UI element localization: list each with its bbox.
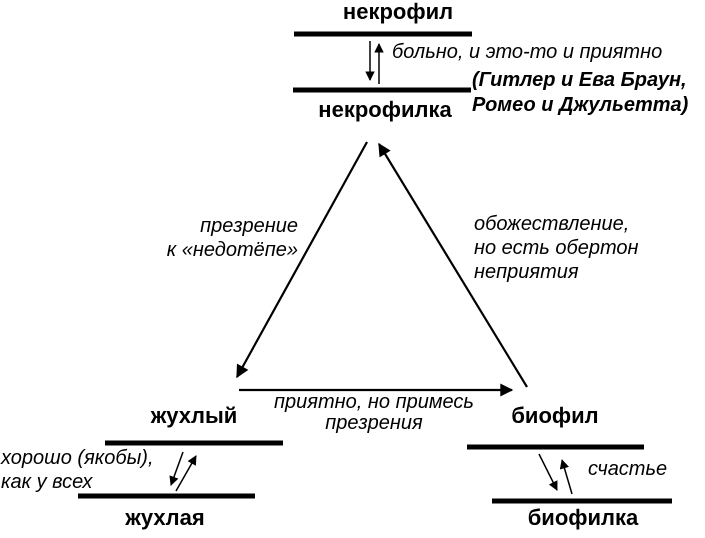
biophile-male-label: биофил [511, 403, 599, 428]
right-pair-up-arrow [559, 459, 573, 495]
deification-note-line-3: неприятия [474, 261, 579, 283]
example-line-1: (Гитлер и Ева Браун, [472, 69, 687, 91]
pleasant-admixture-note: приятно, но примесь презрения [274, 392, 474, 434]
pleasant-note-line-2: презрения [325, 412, 423, 434]
good-note-line-2: как у всех [1, 471, 93, 493]
zhukhlaya-female-label: жухлая [125, 505, 205, 530]
good-as-everyone-note: хорошо (якобы), как у всех [1, 446, 154, 494]
deification-note: обожествление, но есть обертон неприятия [474, 212, 639, 284]
pleasant-note-line-1: приятно, но примесь [274, 391, 474, 413]
example-line-2: Ромео и Джульетта) [472, 94, 689, 116]
right-pair-down-arrow [538, 453, 558, 491]
pain-pleasure-note: больно, и это-то и приятно [392, 41, 663, 63]
hitler-eva-example: (Гитлер и Ева Браун, Ромео и Джульетта) [472, 68, 688, 118]
biophile-female-label: биофилка [527, 505, 639, 530]
zhukhly-male-label: жухлый [150, 403, 238, 428]
contempt-note-line-1: презрение [200, 215, 298, 237]
deification-note-line-1: обожествление, [474, 213, 630, 235]
necrophile-female-label: некрофилка [318, 97, 452, 122]
necrophile-male-label: некрофил [342, 0, 454, 24]
triangle-right-edge-arrow [378, 142, 528, 388]
left-pair-up-arrow [175, 455, 197, 492]
good-note-line-1: хорошо (якобы), [1, 447, 154, 469]
contempt-note-line-2: к «недотёпе» [166, 239, 298, 261]
left-pair-down-arrow [169, 451, 184, 486]
happiness-note: счастье [588, 458, 668, 480]
deification-note-line-2: но есть обертон [474, 237, 639, 259]
contempt-note: презрение к «недотёпе» [150, 214, 298, 262]
triangle-left-edge-arrow [236, 141, 368, 379]
